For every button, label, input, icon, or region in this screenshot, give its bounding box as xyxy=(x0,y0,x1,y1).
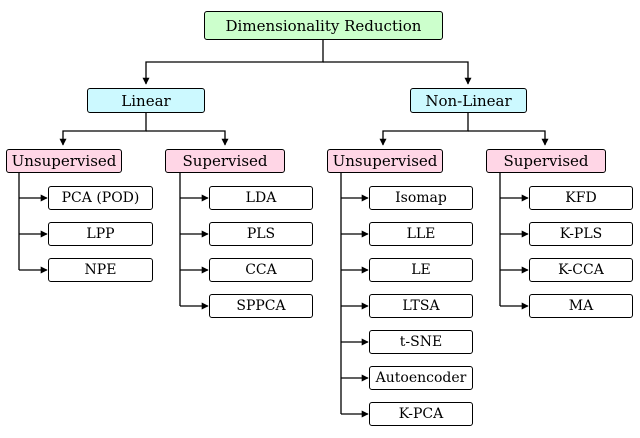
method-npe: NPE xyxy=(48,258,153,282)
method-isomap: Isomap xyxy=(369,186,473,210)
edge-nonlinear-supervised xyxy=(468,130,549,146)
method-sppca: SPPCA xyxy=(209,294,313,318)
method-kpls: K-PLS xyxy=(529,222,633,246)
method-le: LE xyxy=(369,258,473,282)
edge-linear-supervised xyxy=(146,130,229,146)
method-kcca: K-CCA xyxy=(529,258,633,282)
method-ltsa: LTSA xyxy=(369,294,473,318)
edge-root-nonlinear xyxy=(323,61,472,85)
edge-linear-unsupervised xyxy=(59,113,147,146)
method-lpp: LPP xyxy=(48,222,153,246)
nonlinear-node: Non-Linear xyxy=(410,88,527,113)
linear-supervised-node: Supervised xyxy=(165,149,285,173)
method-autoencoder: Autoencoder xyxy=(369,366,473,390)
method-kfd: KFD xyxy=(529,186,633,210)
method-ma: MA xyxy=(529,294,633,318)
edge-nonlinear-unsupervised xyxy=(379,113,469,146)
method-lle: LLE xyxy=(369,222,473,246)
nonlinear-unsupervised-node: Unsupervised xyxy=(327,149,443,173)
method-cca: CCA xyxy=(209,258,313,282)
method-pca-pod: PCA (POD) xyxy=(48,186,153,210)
method-lda: LDA xyxy=(209,186,313,210)
nonlinear-supervised-node: Supervised xyxy=(486,149,606,173)
linear-unsupervised-node: Unsupervised xyxy=(6,149,122,173)
method-kpca: K-PCA xyxy=(369,402,473,426)
edge-root-linear xyxy=(142,40,324,85)
linear-node: Linear xyxy=(87,88,205,113)
method-tsne: t-SNE xyxy=(369,330,473,354)
root-node: Dimensionality Reduction xyxy=(204,11,443,40)
method-pls: PLS xyxy=(209,222,313,246)
